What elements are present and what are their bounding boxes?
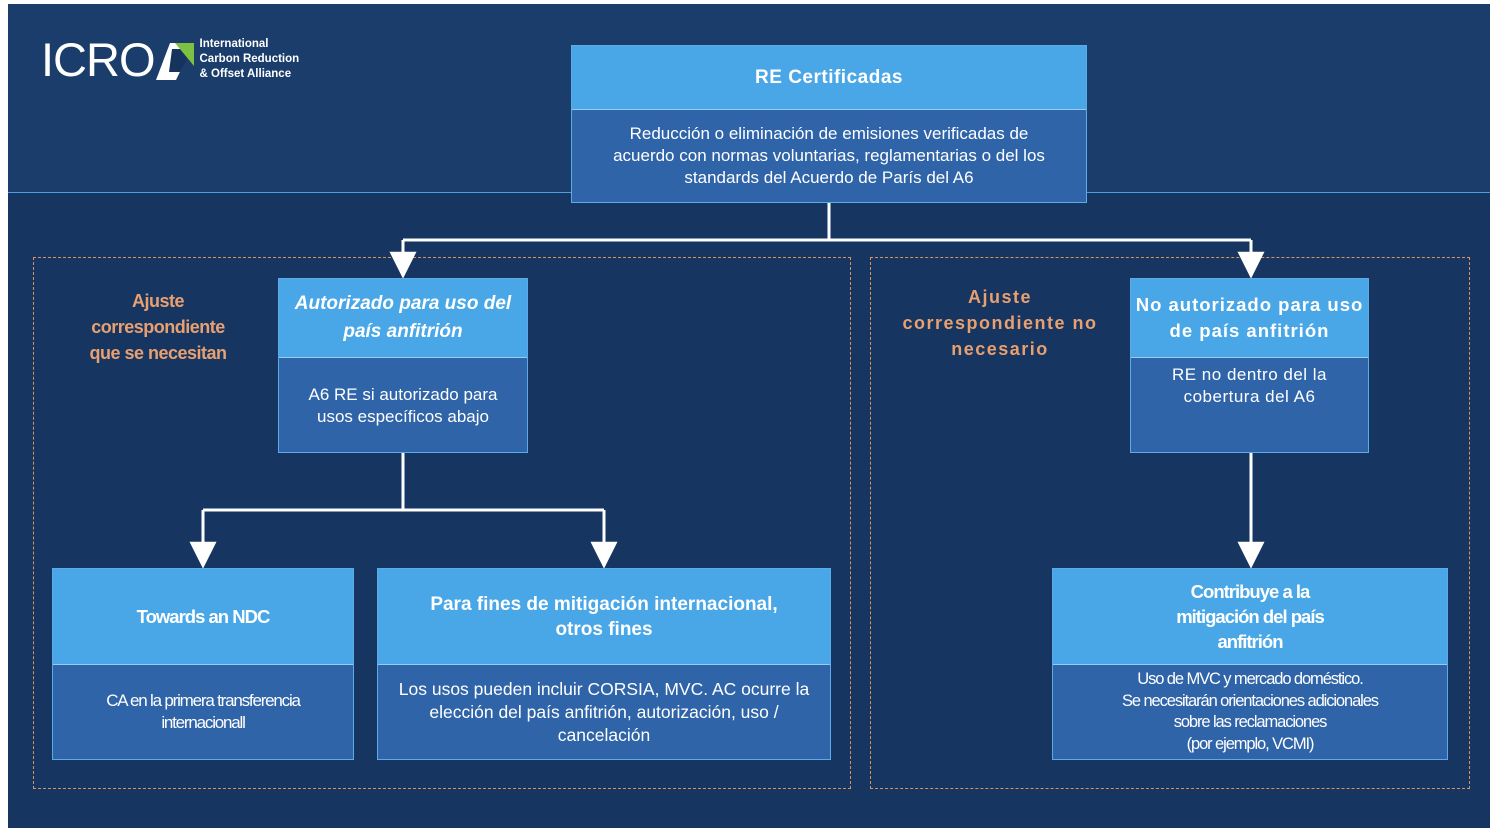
contributes-box: Contribuye a la mitigación del país anfi… (1052, 568, 1448, 760)
logo-line-3: & Offset Alliance (199, 68, 292, 80)
right-ajuste-label: Ajuste correspondiente no necesario (902, 287, 1098, 359)
logo-line-1: International (199, 38, 269, 50)
intl-mitigation-description: Los usos pueden incluir CORSIA, MVC. AC … (378, 664, 830, 759)
re-certificadas-description: Reducción o eliminación de emisiones ver… (572, 109, 1086, 202)
ndc-description: CA en la primera transferencia internaci… (53, 664, 353, 759)
logo-line-2: Carbon Reduction (199, 53, 300, 65)
authorized-title: Autorizado para uso del país anfitrión (279, 279, 527, 357)
re-certificadas-title: RE Certificadas (572, 46, 1086, 109)
not-authorized-description: RE no dentro del la cobertura del A6 (1131, 357, 1368, 452)
intl-mitigation-title: Para fines de mitigación internacional, … (378, 569, 830, 664)
connector-lines (189, 202, 1265, 569)
intl-mitigation-box: Para fines de mitigación internacional, … (377, 568, 831, 760)
contributes-line-2: Se necesitarán orientaciones adicionales… (1122, 691, 1379, 732)
authorized-description: A6 RE si autorizado para usos específico… (279, 357, 527, 452)
right-dashed-group (870, 257, 1470, 789)
authorized-box: Autorizado para uso del país anfitrión A… (278, 278, 528, 453)
icroa-logo: ICRO International Carbon Reduction & Of… (41, 36, 299, 83)
contributes-description: Uso de MVC y mercado doméstico. Se neces… (1053, 664, 1447, 759)
logo-wordmark: ICRO (41, 33, 155, 86)
logo-a-icon (155, 42, 194, 80)
contributes-line-1: Uso de MVC y mercado doméstico. (1137, 670, 1364, 688)
not-authorized-title: No autorizado para uso de país anfitrión (1131, 279, 1368, 357)
left-dashed-group (33, 257, 851, 789)
contributes-line-3: (por ejemplo, VCMI) (1186, 734, 1315, 753)
slide: ICRO International Carbon Reduction & Of… (8, 4, 1490, 828)
left-ajuste-label: Ajuste correspondiente que se necesitan (89, 291, 227, 363)
ndc-title: Towards an NDC (53, 569, 353, 664)
re-certificadas-box: RE Certificadas Reducción o eliminación … (571, 45, 1087, 203)
not-authorized-box: No autorizado para uso de país anfitrión… (1130, 278, 1369, 453)
ndc-box: Towards an NDC CA en la primera transfer… (52, 568, 354, 760)
logo-subtitle: International Carbon Reduction & Offset … (200, 37, 300, 82)
contributes-title: Contribuye a la mitigación del país anfi… (1053, 569, 1447, 664)
